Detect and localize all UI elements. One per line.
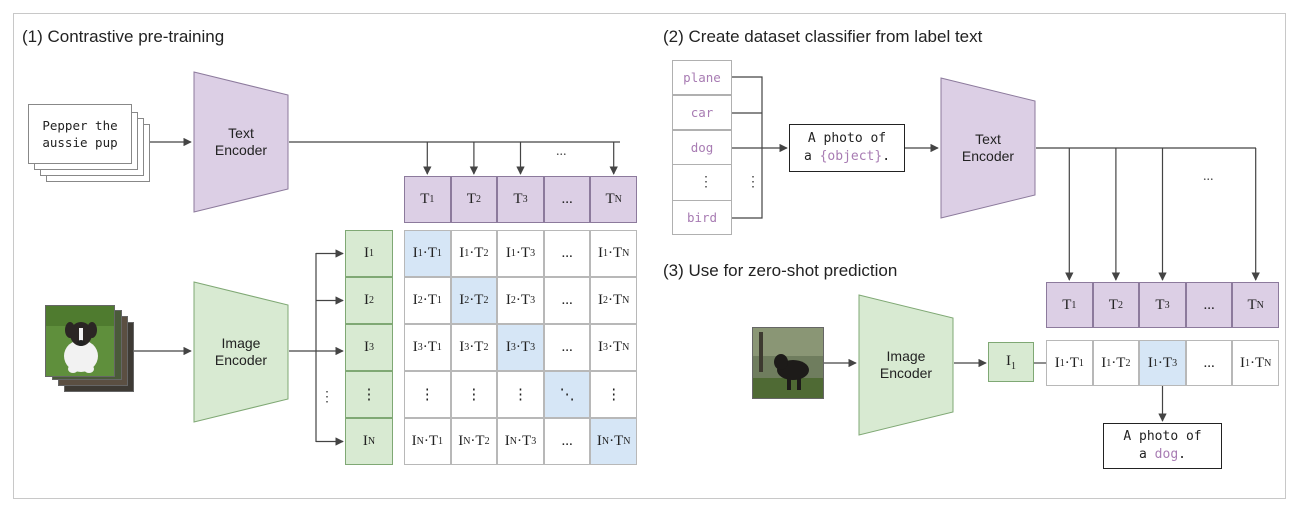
class-label-plane: plane — [672, 60, 732, 95]
section1-title: (1) Contrastive pre-training — [22, 27, 225, 46]
zero-shot-text-feature-4: ... — [1185, 282, 1233, 328]
class-label-car: car — [672, 95, 732, 130]
text-encoder-label-line-2: Encoder — [214, 142, 268, 158]
section2-title: (2) Create dataset classifier from label… — [663, 27, 983, 46]
caption-card: Pepper the aussie pup — [28, 104, 132, 164]
query-image-feature-label: I1 — [1006, 352, 1016, 372]
text-arrow-ellipsis: ... — [556, 144, 567, 159]
text-feature-4: ... — [543, 176, 591, 223]
prediction-suffix: . — [1178, 447, 1186, 462]
similarity-cell-4-2: ⋮ — [450, 371, 498, 418]
label-branch-vdots: ⋮ — [746, 175, 760, 190]
zero-shot-score-4: ... — [1185, 340, 1233, 386]
prompt-template-suffix: . — [882, 149, 891, 164]
text-encoder-2-label-line-2: Encoder — [961, 148, 1015, 164]
image-branch-vdots: ⋮ — [320, 390, 334, 405]
diagram-frame — [13, 13, 1286, 499]
similarity-cell-2-4: ... — [543, 277, 591, 324]
similarity-cell-4-3: ⋮ — [497, 371, 544, 418]
prediction-line-1: A photo of — [1123, 429, 1202, 444]
text-encoder-label: Text Encoder — [193, 125, 289, 159]
class-label-dog: dog — [672, 130, 732, 165]
similarity-cell-1-4: ... — [543, 230, 591, 277]
similarity-cell-4-1: ⋮ — [404, 371, 451, 418]
image-encoder-2-label-line-2: Encoder — [879, 365, 933, 381]
similarity-cell-5-4: ... — [543, 418, 591, 465]
text-encoder-2-shape — [940, 77, 1036, 219]
prompt-template-line-2: a {object}. — [804, 148, 890, 166]
query-image-feature: I1 — [988, 342, 1034, 382]
label-list-border — [672, 60, 732, 235]
section3-title: (3) Use for zero-shot prediction — [663, 261, 898, 280]
similarity-cell-3-4: ... — [543, 324, 591, 371]
caption-line-1: Pepper the — [42, 118, 118, 133]
caption-line-2: aussie pup — [42, 135, 118, 150]
text-arrow-2-ellipsis: ... — [1203, 169, 1214, 184]
image-encoder-shape — [193, 281, 289, 423]
text-encoder-2-label: Text Encoder — [940, 131, 1036, 165]
text-encoder-shape — [193, 71, 289, 213]
image-encoder-2-label-line-1: Image — [886, 348, 926, 364]
dog-photo-art — [46, 306, 114, 376]
image-encoder-2-shape — [858, 294, 954, 436]
prediction-result: A photo of a dog. — [1103, 423, 1222, 469]
image-encoder-label: Image Encoder — [193, 335, 289, 369]
image-feature-4: ⋮ — [345, 371, 393, 418]
prediction-line-2: a dog. — [1139, 446, 1186, 464]
text-encoder-2-label-line-1: Text — [975, 131, 1001, 147]
prediction-prefix: a — [1139, 447, 1155, 462]
prompt-template-line-1: A photo of — [807, 131, 887, 146]
query-photo — [752, 327, 824, 399]
dog-photo — [45, 305, 115, 377]
predicted-label: dog — [1154, 447, 1179, 462]
similarity-cell-4-4: ⋱ — [543, 371, 591, 418]
image-encoder-label-line-2: Encoder — [214, 352, 268, 368]
prompt-placeholder: {object} — [819, 149, 883, 164]
image-encoder-label-line-1: Image — [221, 335, 261, 351]
similarity-cell-4-5: ⋮ — [590, 371, 637, 418]
image-encoder-2-label: Image Encoder — [858, 348, 954, 382]
text-encoder-label-line-1: Text — [228, 125, 254, 141]
query-photo-art — [753, 328, 823, 398]
prompt-template: A photo of a {object}. — [789, 124, 905, 172]
prompt-template-prefix: a — [803, 149, 820, 164]
label-list-vdots: ⋮ — [699, 175, 713, 190]
